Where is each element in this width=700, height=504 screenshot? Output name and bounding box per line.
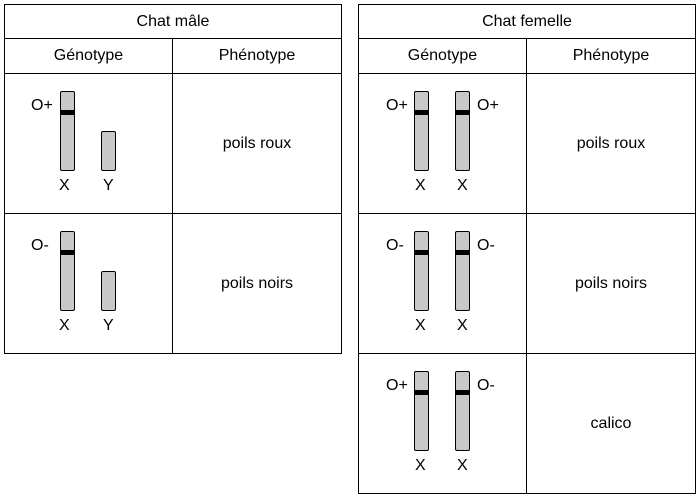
female-genotype-cell: O+ O- X X	[358, 353, 527, 494]
allele-label: O-	[31, 237, 49, 254]
chromosome-label: X	[415, 317, 426, 334]
male-title: Chat mâle	[4, 4, 342, 39]
chromosome-label: Y	[103, 177, 114, 194]
chromosome-label: Y	[103, 317, 114, 334]
phenotype-cell: poils noirs	[172, 213, 342, 354]
female-genotype-header: Génotype	[358, 38, 527, 74]
male-genotype-cell: O+ X Y	[4, 73, 173, 214]
allele-band	[61, 250, 74, 255]
allele-label: O-	[477, 377, 495, 394]
chromosome-label: X	[415, 177, 426, 194]
allele-label: O-	[386, 237, 404, 254]
male-genotype-cell: O- X Y	[4, 213, 173, 354]
x-chromosome	[414, 231, 429, 311]
allele-label: O+	[477, 97, 499, 114]
phenotype-cell: poils roux	[526, 73, 696, 214]
chromosome-label: X	[59, 177, 70, 194]
x-chromosome	[455, 371, 470, 451]
female-cat-table: Chat femelle Génotype Phénotype O+ O+ X …	[358, 4, 696, 494]
male-genotype-header: Génotype	[4, 38, 173, 74]
y-chromosome	[101, 131, 116, 171]
allele-label: O+	[31, 97, 53, 114]
chromosome-label: X	[457, 177, 468, 194]
allele-label: O+	[386, 97, 408, 114]
allele-label: O-	[477, 237, 495, 254]
phenotype-cell: calico	[526, 353, 696, 494]
female-genotype-cell: O- O- X X	[358, 213, 527, 354]
allele-band	[415, 390, 428, 395]
female-phenotype-header: Phénotype	[526, 38, 696, 74]
allele-band	[415, 250, 428, 255]
phenotype-cell: poils noirs	[526, 213, 696, 354]
x-chromosome	[60, 231, 75, 311]
allele-band	[61, 110, 74, 115]
x-chromosome	[60, 91, 75, 171]
x-chromosome	[414, 91, 429, 171]
phenotype-cell: poils roux	[172, 73, 342, 214]
female-genotype-cell: O+ O+ X X	[358, 73, 527, 214]
x-chromosome	[414, 371, 429, 451]
female-title: Chat femelle	[358, 4, 696, 39]
x-chromosome	[455, 91, 470, 171]
chromosome-label: X	[415, 457, 426, 474]
allele-label: O+	[386, 377, 408, 394]
x-chromosome	[455, 231, 470, 311]
chromosome-label: X	[457, 457, 468, 474]
allele-band	[456, 110, 469, 115]
male-phenotype-header: Phénotype	[172, 38, 342, 74]
chromosome-label: X	[59, 317, 70, 334]
chromosome-label: X	[457, 317, 468, 334]
allele-band	[456, 250, 469, 255]
male-cat-table: Chat mâle Génotype Phénotype O+ X Y poil…	[4, 4, 342, 354]
allele-band	[415, 110, 428, 115]
allele-band	[456, 390, 469, 395]
y-chromosome	[101, 271, 116, 311]
